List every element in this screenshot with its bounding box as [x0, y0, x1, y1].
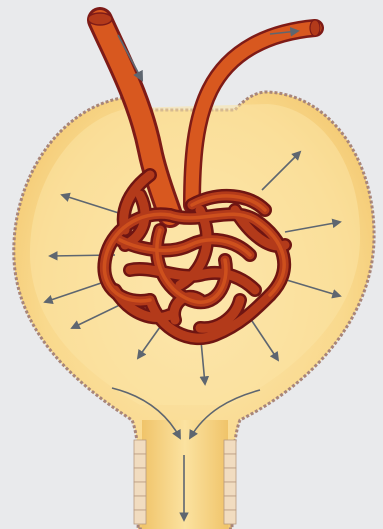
proximal-tubule [134, 420, 236, 529]
tubule-right-cells [224, 440, 236, 524]
tubule-left-cells [134, 440, 146, 524]
